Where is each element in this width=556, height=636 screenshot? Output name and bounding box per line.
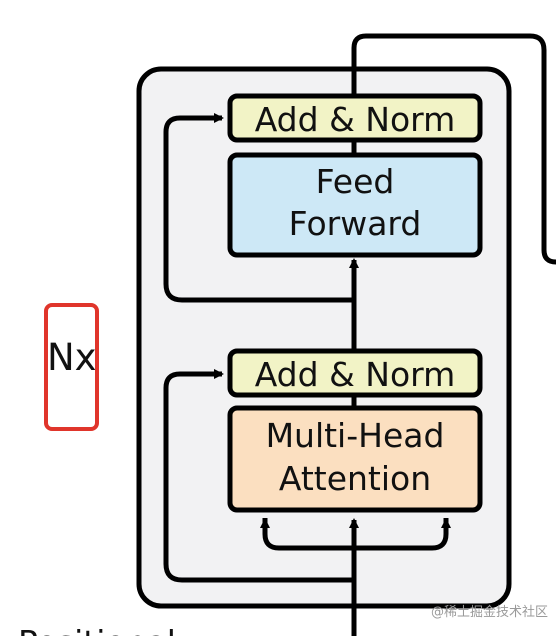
residual-loop-lower [163,369,354,583]
attention-input-branch [262,518,449,551]
residual-loop-upper [163,113,354,303]
add-norm-bottom-box [227,348,483,398]
add-norm-top-label: Add & Norm [255,100,456,139]
multi-head-attention-label-line1: Multi-Head [266,416,445,455]
add-norm-top-box [227,93,483,143]
multi-head-attention-box [227,405,483,513]
nx-highlight-box [44,303,99,431]
encoder-output-connection [351,33,556,265]
watermark-text: @稀土掘金技术社区 [431,604,548,620]
feed-forward-box [227,152,483,258]
add-norm-bottom-label: Add & Norm [255,355,456,394]
feed-forward-label-line2: Forward [289,204,422,243]
multi-head-attention-label-line2: Attention [279,459,431,498]
feed-forward-label-line1: Feed [316,162,395,201]
nx-label: Nx [47,336,97,379]
positional-partial-text: Positional [18,623,176,636]
encoder-layer-container [136,66,512,609]
